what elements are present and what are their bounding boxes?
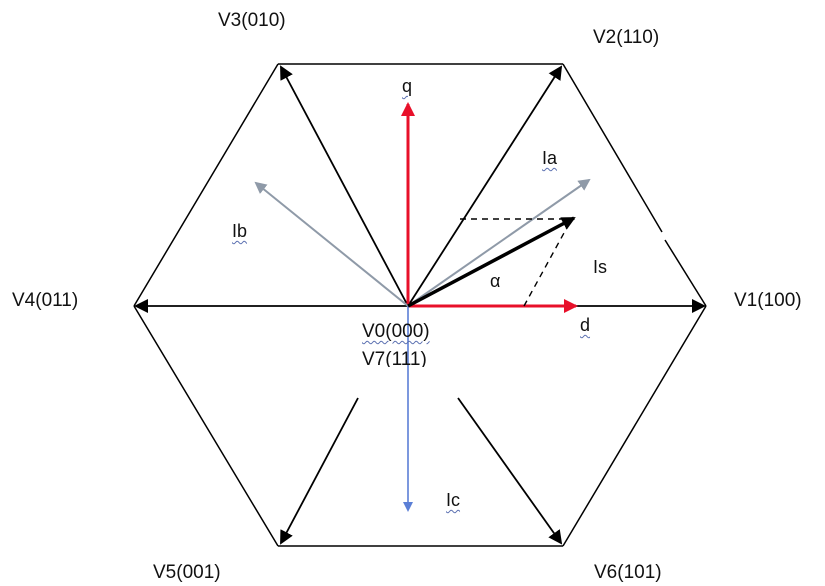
label-ia-text: Ia [542, 148, 558, 168]
label-ib: Ib [232, 222, 247, 240]
vector-v6-arrow [457, 397, 563, 545]
vector-v5-arrow [280, 397, 359, 545]
label-ic: Ic [446, 491, 460, 509]
label-v3: V3(010) [218, 10, 286, 31]
label-q-axis: q [402, 77, 412, 95]
label-alpha-angle: α [490, 271, 501, 291]
vector-v2-arrow [407, 65, 563, 307]
hexagon-edge-upper-left [133, 63, 279, 307]
label-ia: Ia [542, 149, 557, 167]
hexagon-edge-lower-right [562, 305, 707, 547]
label-v1: V1(100) [734, 290, 802, 311]
ia-phase-arrow [407, 178, 591, 307]
label-q-text: q [402, 76, 413, 96]
is-current-vector [407, 216, 576, 308]
label-v4: V4(011) [12, 290, 79, 311]
label-d-axis: d [580, 316, 590, 334]
hexagon-edge-lower-left [133, 305, 279, 547]
vector-v3-arrow [280, 65, 409, 307]
hexagon-outline [133, 63, 707, 547]
label-d-text: d [580, 315, 591, 335]
label-v0-text: V0(000) [362, 321, 430, 342]
hexagon-edge-upper-right-a [562, 63, 663, 233]
ib-phase-arrow [254, 181, 409, 307]
label-v7: V7(111) [362, 350, 427, 367]
label-v2: V2(110) [593, 27, 660, 48]
is-d-projection-dashed [523, 221, 571, 307]
label-ic-text: Ic [446, 490, 461, 510]
label-v0: V0(000) [362, 322, 430, 341]
label-v5: V5(001) [153, 562, 221, 583]
label-v6: V6(101) [594, 562, 662, 583]
label-is: Is [593, 257, 608, 277]
hexagon-edge-upper-right-b [664, 239, 707, 307]
label-ib-text: Ib [232, 221, 248, 241]
